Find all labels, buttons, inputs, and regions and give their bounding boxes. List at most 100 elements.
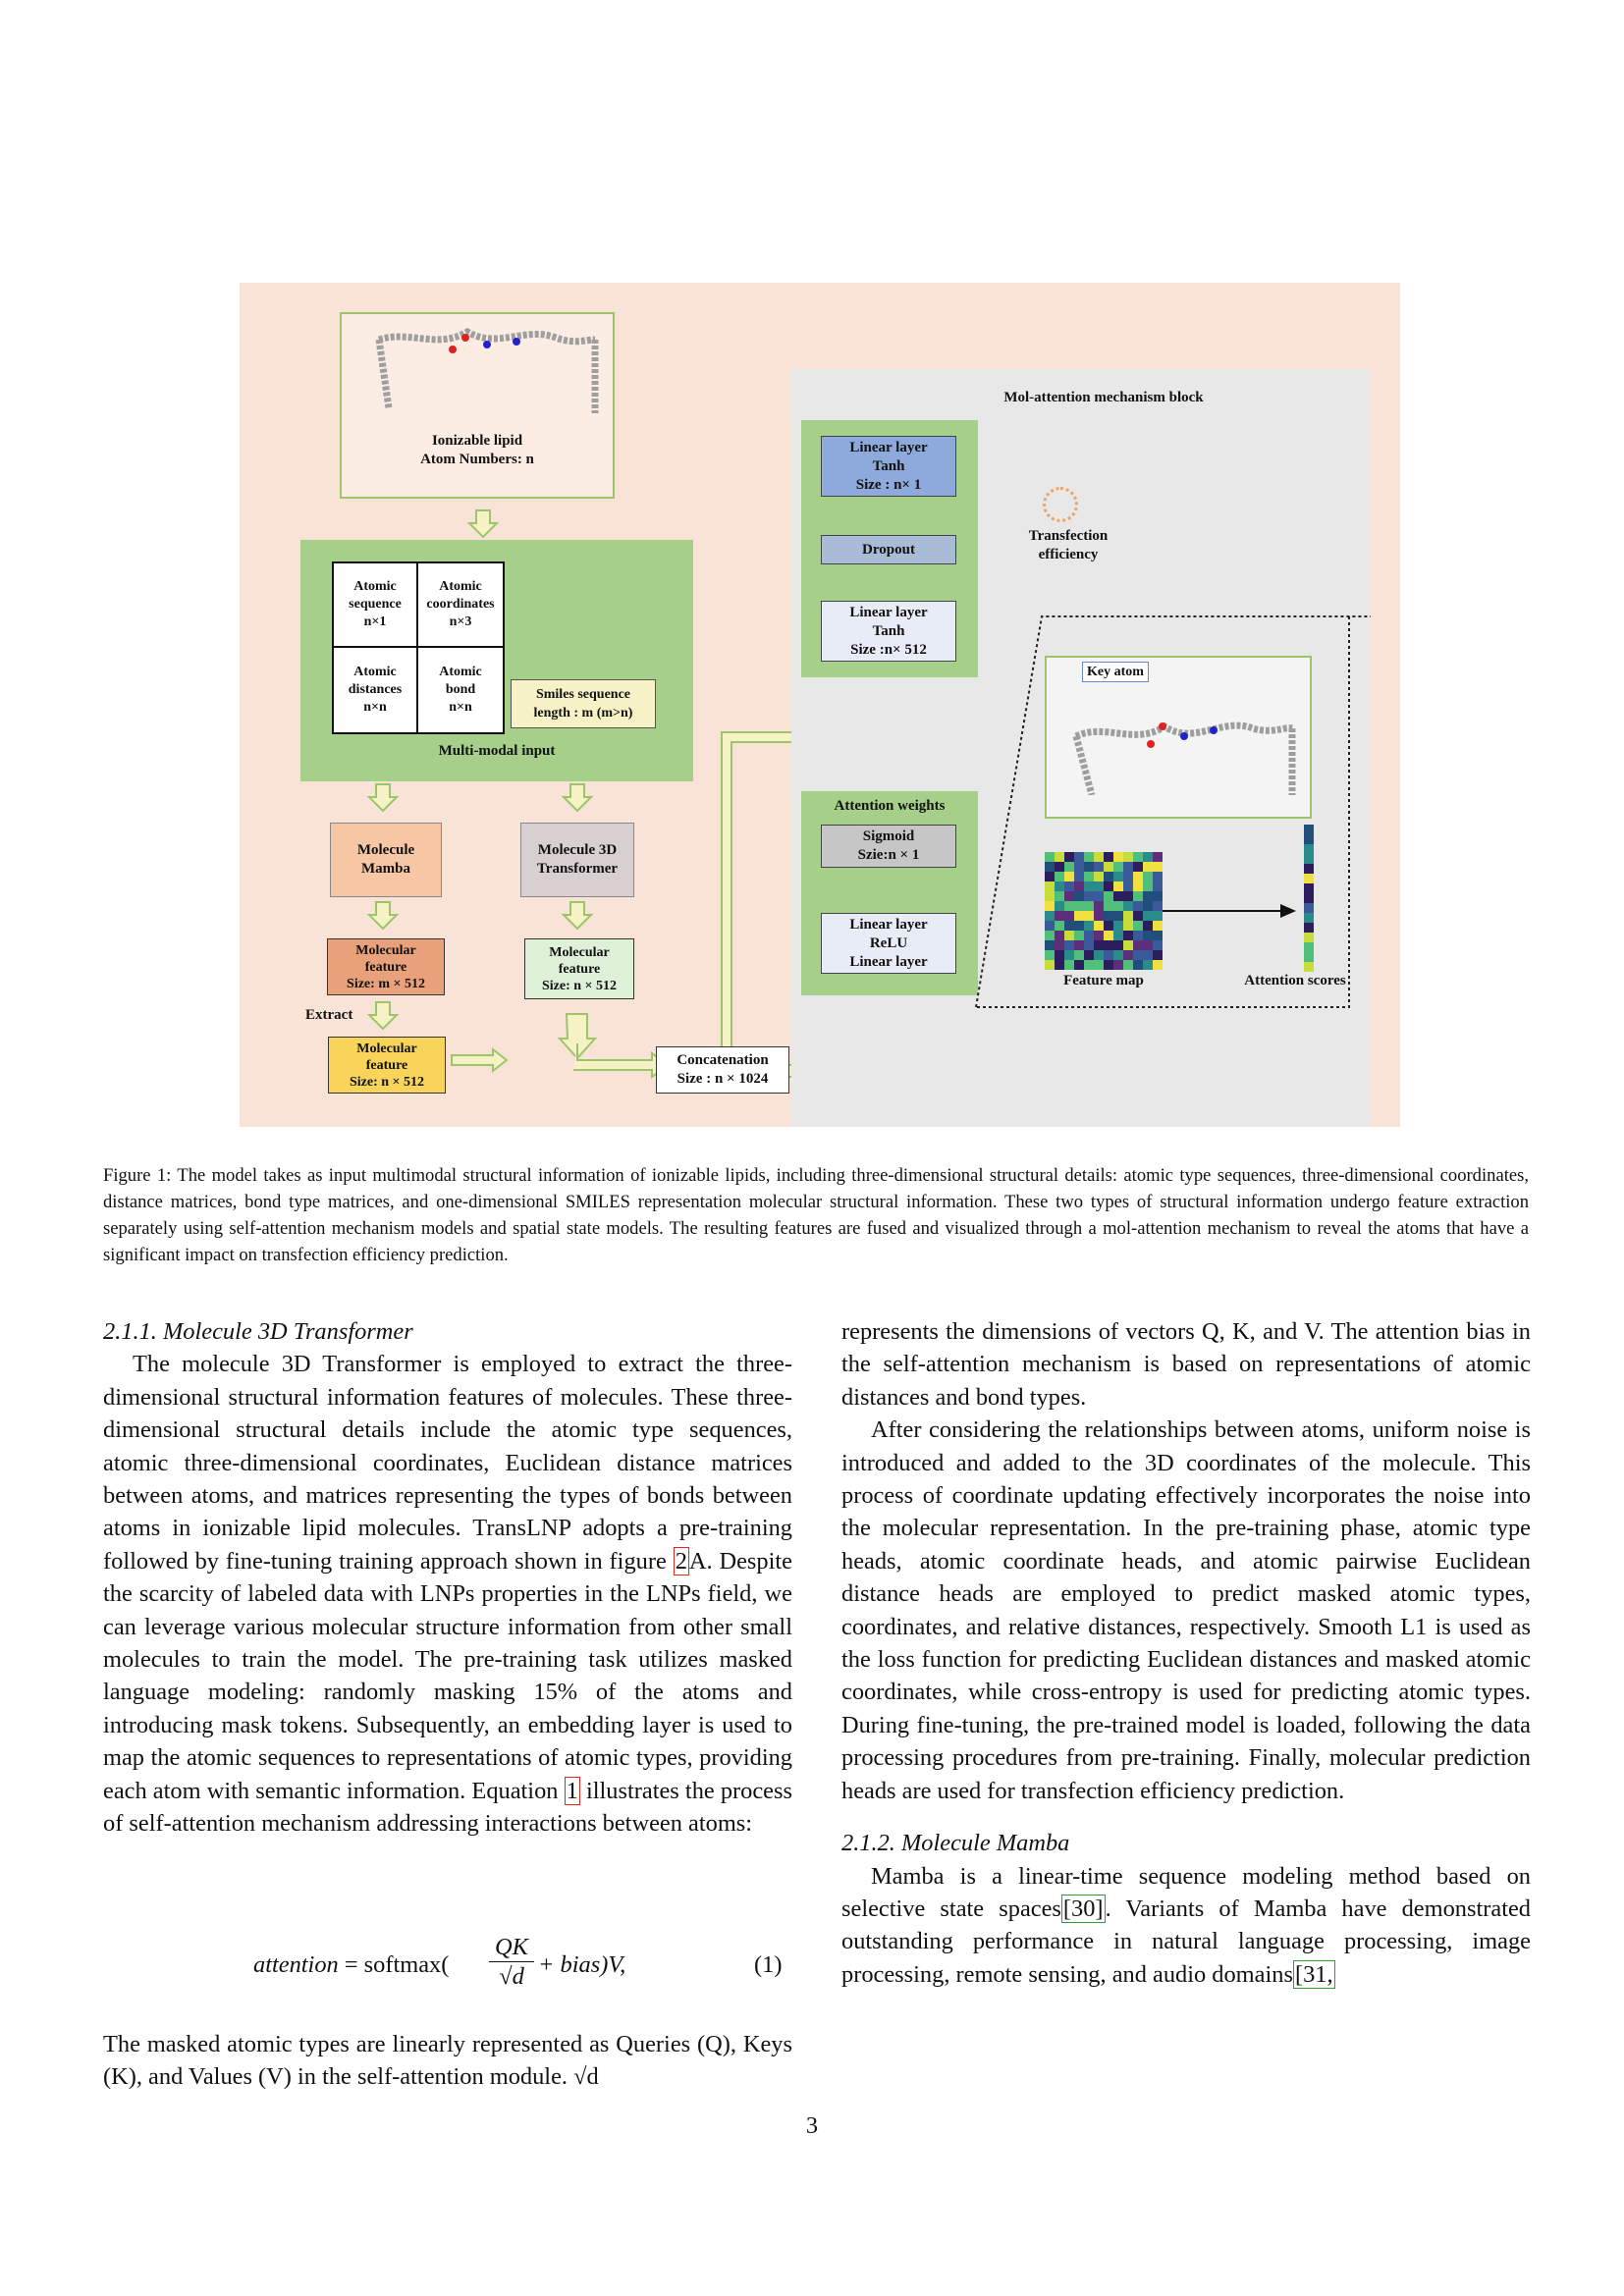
heatmap-cell bbox=[1133, 862, 1143, 872]
heatmap-cell bbox=[1084, 960, 1094, 970]
paragraph: After considering the relationships betw… bbox=[841, 1416, 1531, 1804]
heatmap-cell bbox=[1064, 901, 1074, 911]
attention-arrow bbox=[1163, 904, 1296, 918]
attention-weights-label: Attention weights bbox=[834, 798, 946, 814]
heatmap-cell bbox=[1045, 891, 1055, 901]
heatmap-cell bbox=[1074, 862, 1084, 872]
heatmap-cell bbox=[1064, 960, 1074, 970]
score-cell bbox=[1304, 893, 1314, 903]
attention-scores-bar bbox=[1304, 825, 1314, 972]
heatmap-cell bbox=[1133, 891, 1143, 901]
heatmap-cell bbox=[1074, 891, 1084, 901]
heatmap-cell bbox=[1084, 901, 1094, 911]
heatmap-cell bbox=[1094, 931, 1104, 940]
heatmap-cell bbox=[1045, 921, 1055, 931]
heatmap-cell bbox=[1094, 901, 1104, 911]
heatmap-cell bbox=[1094, 960, 1104, 970]
heatmap-cell bbox=[1104, 960, 1113, 970]
citation-link[interactable]: [31, bbox=[1292, 1959, 1335, 1989]
atom-numbers-label: Atom Numbers: n bbox=[420, 452, 534, 467]
molecule-image bbox=[375, 327, 599, 413]
extract-label: Extract bbox=[305, 1007, 353, 1023]
heatmap-cell bbox=[1084, 881, 1094, 891]
heatmap-cell bbox=[1143, 881, 1153, 891]
heatmap-cell bbox=[1143, 940, 1153, 950]
heatmap-cell bbox=[1123, 950, 1133, 960]
heatmap-cell bbox=[1143, 911, 1153, 921]
section-heading: 2.1.1. Molecule 3D Transformer bbox=[103, 1318, 413, 1345]
heatmap-cell bbox=[1084, 911, 1094, 921]
heatmap-cell bbox=[1084, 862, 1094, 872]
score-cell bbox=[1304, 825, 1314, 834]
heatmap-cell bbox=[1123, 891, 1133, 901]
heatmap-cell bbox=[1113, 901, 1123, 911]
heatmap-cell bbox=[1084, 921, 1094, 931]
heatmap-cell bbox=[1113, 921, 1123, 931]
heatmap-cell bbox=[1074, 872, 1084, 881]
heatmap-cell bbox=[1143, 872, 1153, 881]
heatmap-cell bbox=[1113, 872, 1123, 881]
score-cell bbox=[1304, 854, 1314, 864]
feature-map-heatmap bbox=[1045, 852, 1163, 970]
heatmap-cell bbox=[1074, 852, 1084, 862]
heatmap-cell bbox=[1094, 950, 1104, 960]
heatmap-cell bbox=[1143, 901, 1153, 911]
heatmap-cell bbox=[1064, 950, 1074, 960]
heatmap-cell bbox=[1084, 852, 1094, 862]
equation-number: (1) bbox=[754, 1951, 783, 1978]
heatmap-cell bbox=[1113, 881, 1123, 891]
lipid-structure-box: Ionizable lipid Atom Numbers: n bbox=[340, 312, 615, 499]
figure-link[interactable]: 2 bbox=[673, 1546, 689, 1575]
heatmap-cell bbox=[1143, 921, 1153, 931]
heatmap-cell bbox=[1153, 931, 1163, 940]
heatmap-cell bbox=[1113, 862, 1123, 872]
heatmap-cell bbox=[1055, 901, 1064, 911]
equation-link[interactable]: 1 bbox=[564, 1776, 580, 1805]
heatmap-cell bbox=[1094, 881, 1104, 891]
heatmap-cell bbox=[1084, 931, 1094, 940]
heatmap-cell bbox=[1143, 891, 1153, 901]
score-cell bbox=[1304, 962, 1314, 972]
key-atom-label: Key atom bbox=[1082, 662, 1149, 682]
heatmap-cell bbox=[1074, 901, 1084, 911]
heatmap-cell bbox=[1055, 911, 1064, 921]
heatmap-cell bbox=[1104, 852, 1113, 862]
heatmap-cell bbox=[1064, 931, 1074, 940]
heatmap-cell bbox=[1123, 852, 1133, 862]
arrow-right-icon bbox=[573, 1043, 670, 1079]
heatmap-cell bbox=[1143, 950, 1153, 960]
score-cell bbox=[1304, 952, 1314, 962]
heatmap-cell bbox=[1094, 862, 1104, 872]
figure-caption: Figure 1: The model takes as input multi… bbox=[103, 1165, 1529, 1265]
score-cell bbox=[1304, 942, 1314, 952]
score-cell bbox=[1304, 923, 1314, 933]
heatmap-cell bbox=[1123, 940, 1133, 950]
heatmap-cell bbox=[1153, 901, 1163, 911]
heatmap-cell bbox=[1123, 901, 1133, 911]
arrow-right-icon bbox=[451, 1046, 509, 1074]
heatmap-cell bbox=[1074, 950, 1084, 960]
key-atom-molecule-image bbox=[1072, 721, 1296, 795]
score-cell bbox=[1304, 864, 1314, 874]
heatmap-cell bbox=[1153, 872, 1163, 881]
heatmap-cell bbox=[1133, 901, 1143, 911]
heatmap-cell bbox=[1153, 881, 1163, 891]
heatmap-cell bbox=[1094, 891, 1104, 901]
citation-link[interactable]: [30] bbox=[1060, 1894, 1106, 1923]
heatmap-cell bbox=[1153, 862, 1163, 872]
heatmap-cell bbox=[1055, 931, 1064, 940]
heatmap-cell bbox=[1045, 960, 1055, 970]
heatmap-cell bbox=[1055, 872, 1064, 881]
score-cell bbox=[1304, 874, 1314, 883]
block-title: Mol-attention mechanism block bbox=[1003, 390, 1204, 405]
heatmap-cell bbox=[1055, 921, 1064, 931]
heatmap-cell bbox=[1094, 911, 1104, 921]
heatmap-cell bbox=[1123, 911, 1133, 921]
